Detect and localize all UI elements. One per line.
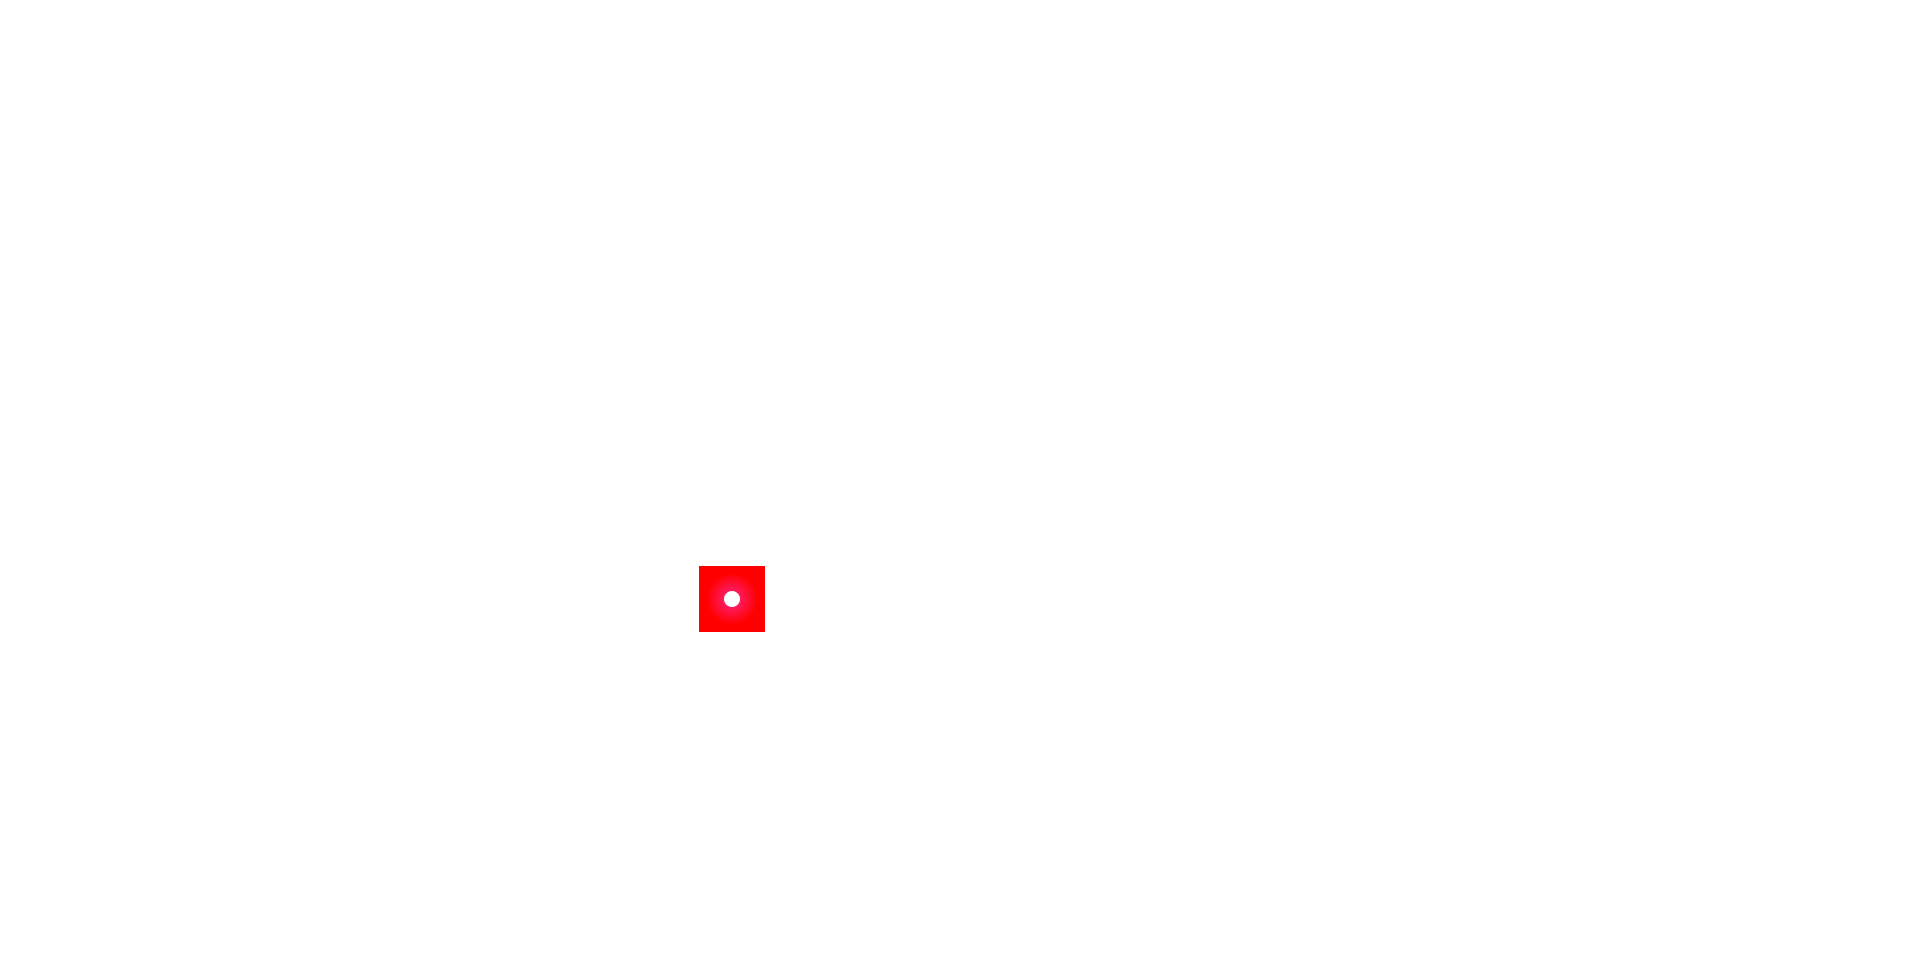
click-target-marker[interactable]	[699, 566, 765, 632]
target-center-dot-icon	[724, 591, 740, 607]
